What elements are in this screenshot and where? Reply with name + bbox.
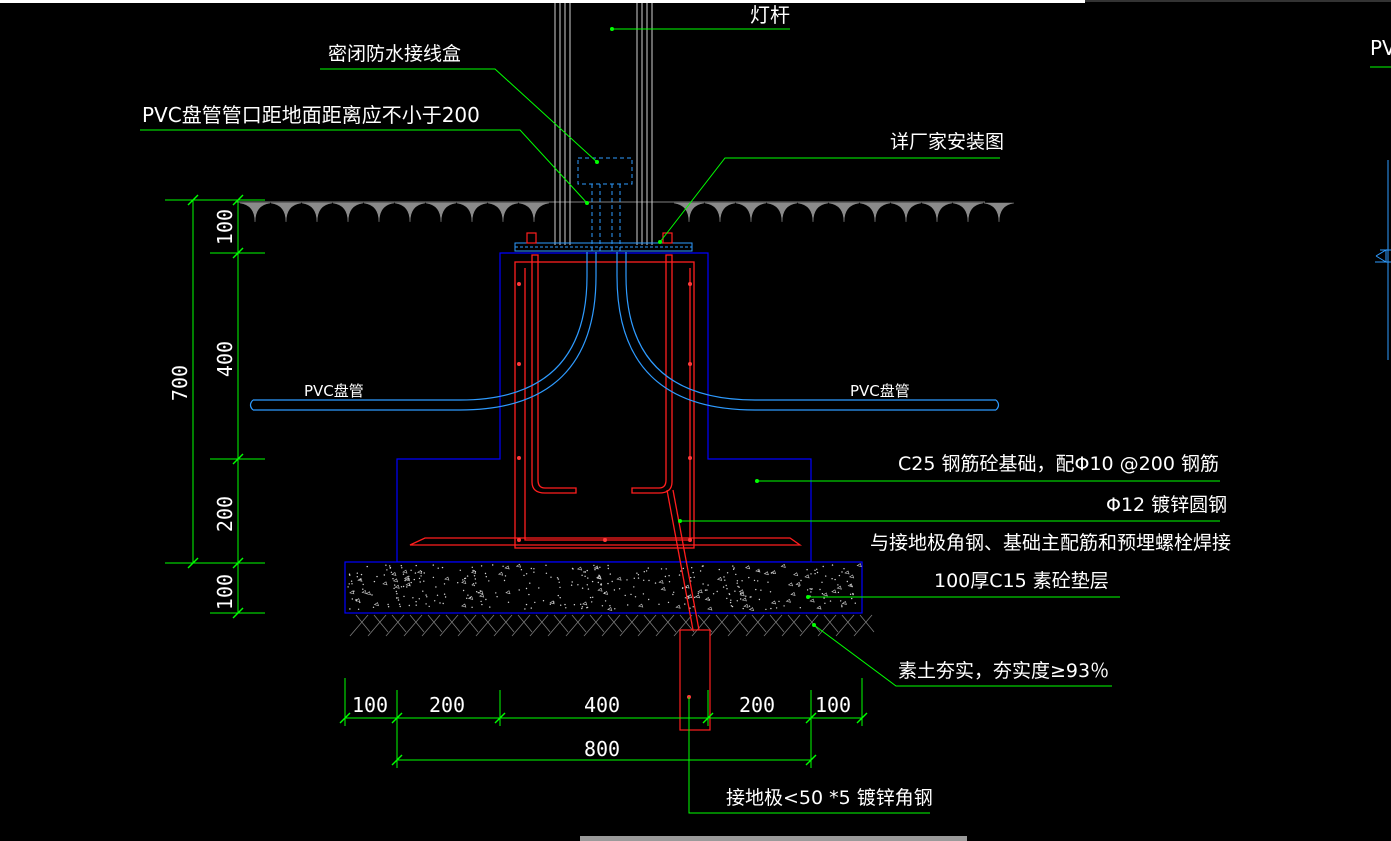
dim-bottom-seg-1: 100 (352, 693, 388, 717)
earth-hatch-icon (239, 202, 1015, 223)
foundation-outline (396, 252, 812, 563)
lamp-pole (554, 3, 653, 245)
dim-bottom-seg-5: 100 (815, 693, 851, 717)
bottom-dimension-chain (344, 678, 863, 768)
label-foundation: C25 钢筋砼基础，配Φ10 @200 钢筋 (898, 453, 1219, 475)
label-ground-rod: 接地极<50 *5 镀锌角钢 (726, 787, 933, 809)
right-partial-detail (1375, 160, 1391, 360)
dim-bottom-seg-4: 200 (739, 693, 775, 717)
dim-left-seg-2: 400 (213, 341, 237, 377)
label-weld-note: 与接地极角钢、基础主配筋和预埋螺栓焊接 (870, 532, 1231, 554)
bottom-dimension-ticks (339, 712, 868, 766)
dim-bottom-seg-3: 400 (584, 693, 620, 717)
dim-left-total: 700 (168, 365, 192, 401)
label-soil: 素土夯实，夯实度≥93％ (898, 660, 1109, 682)
compacted-soil-icon (349, 614, 875, 637)
rebar-cage (409, 254, 803, 631)
leader-lines (140, 28, 1391, 814)
sealed-junction-box (577, 157, 633, 252)
dim-left-seg-4: 100 (213, 574, 237, 610)
pvc-conduits (249, 252, 1000, 411)
cushion-stipple (347, 563, 862, 612)
base-plate (514, 232, 693, 252)
dim-bottom-seg-2: 200 (429, 693, 465, 717)
dim-left-seg-1: 100 (213, 209, 237, 245)
dim-left-seg-3: 200 (213, 496, 237, 532)
label-round-steel: Φ12 镀锌圆钢 (1106, 494, 1227, 516)
label-cushion: 100厚C15 素砼垫层 (934, 570, 1109, 592)
horizontal-scrollbar[interactable] (580, 836, 967, 841)
left-dimension-chain (165, 199, 265, 614)
label-sealed-box: 密闭防水接线盒 (328, 43, 461, 65)
ground-rod (679, 629, 711, 731)
viewport-top-bar (0, 0, 1085, 3)
rebar-dots (517, 282, 692, 542)
leader-dots (585, 27, 816, 627)
label-right-partial: PV (1370, 36, 1391, 60)
label-pvc-note: PVC盘管管口距地面距离应不小于200 (142, 103, 480, 127)
label-factory-install: 详厂家安装图 (890, 131, 1004, 153)
label-lamp-pole: 灯杆 (750, 3, 790, 27)
label-pvc-right: PVC盘管 (850, 382, 910, 400)
dim-bottom-total: 800 (584, 737, 620, 761)
left-dimension-ticks (187, 194, 244, 619)
concrete-stipple-icon (344, 561, 863, 614)
label-pvc-left: PVC盘管 (304, 382, 364, 400)
